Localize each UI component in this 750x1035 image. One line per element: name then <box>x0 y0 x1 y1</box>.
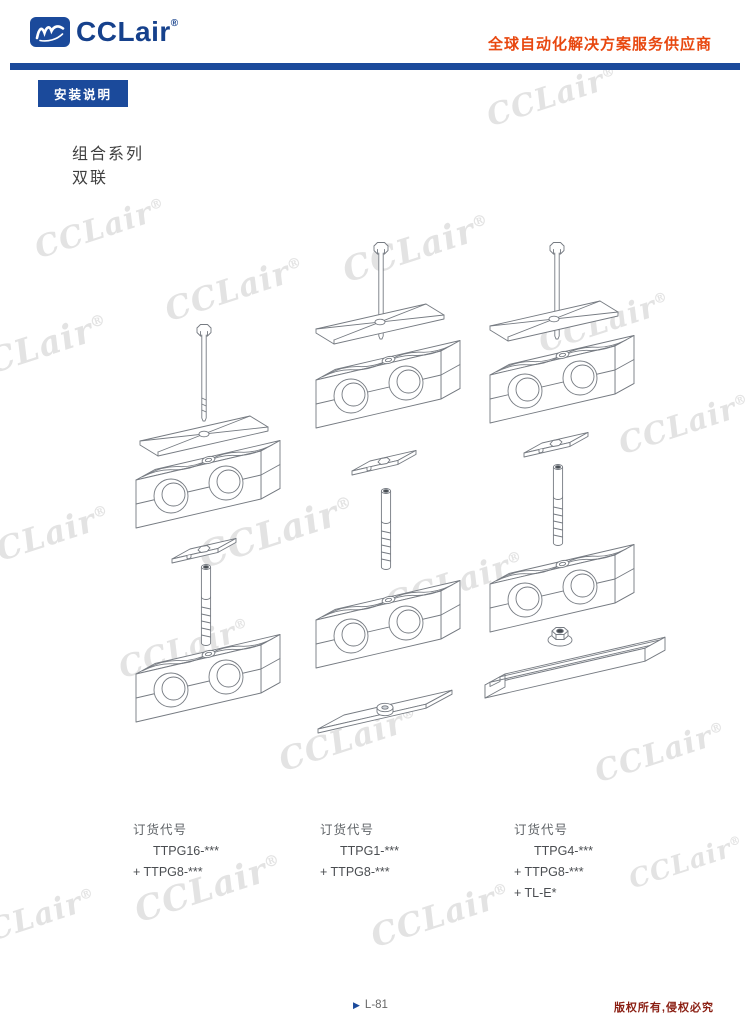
order-label: 订货代号 <box>133 823 188 837</box>
series-subtitle: 双联 <box>72 170 109 187</box>
order-code: + TTPG8-*** <box>133 865 203 879</box>
order-label: 订货代号 <box>320 823 375 837</box>
brand-reg-mark: ® <box>170 18 179 29</box>
section-label: 安装说明 <box>38 80 129 107</box>
stud <box>200 564 212 646</box>
order-code: TTPG4-*** <box>534 844 594 858</box>
watermark: CCLair® <box>482 62 619 135</box>
order-label: 订货代号 <box>514 823 569 837</box>
mounting-rail <box>484 636 666 699</box>
brand-name: CCLair <box>76 16 171 47</box>
twin-clamp-body <box>489 335 635 424</box>
page-marker-icon: ▶ <box>353 999 360 1010</box>
twin-clamp-body <box>315 580 461 669</box>
watermark: CCLair® <box>625 832 744 896</box>
series-title: 组合系列 <box>72 146 145 163</box>
brand-logo-icon <box>30 17 70 52</box>
weld-plate <box>523 431 589 458</box>
assembly-diagram-3 <box>484 242 666 699</box>
hex-bolt <box>196 324 212 422</box>
twin-clamp-body <box>315 340 461 429</box>
cover-plate <box>489 300 619 342</box>
base-plate <box>317 689 453 734</box>
order-code-block-2: 订货代号 TTPG1-*** + TTPG8-*** <box>320 820 399 883</box>
exploded-view-drawings <box>135 242 666 734</box>
order-code: + TTPG8-*** <box>320 865 390 879</box>
weld-plate <box>351 449 417 476</box>
header-divider <box>10 63 740 70</box>
order-code: TTPG1-*** <box>340 844 400 858</box>
watermark: CCLair® <box>366 879 511 956</box>
copyright-notice: 版权所有,侵权必究 <box>613 1002 714 1014</box>
twin-clamp-body <box>489 544 635 633</box>
weld-nut <box>547 627 573 647</box>
weld-plate <box>171 537 237 564</box>
page-number-text: L-81 <box>364 999 388 1011</box>
order-code: + TL-E* <box>514 886 557 900</box>
watermark: CCLair® <box>0 884 97 957</box>
brand: CCLair ® <box>30 17 178 52</box>
order-code-block-3: 订货代号 TTPG4-*** + TTPG8-*** + TL-E* <box>514 820 593 904</box>
order-code: TTPG16-*** <box>153 844 219 858</box>
assembly-diagram-1 <box>135 324 281 723</box>
header-tagline: 全球自动化解决方案服务供应商 <box>487 36 712 53</box>
order-code: + TTPG8-*** <box>514 865 584 879</box>
stud <box>552 464 564 546</box>
assembly-diagram-2 <box>315 242 461 734</box>
stud <box>380 488 392 570</box>
order-code-block-1: 订货代号 TTPG16-*** + TTPG8-*** <box>133 820 219 883</box>
page-number: ▶ L-81 <box>353 999 388 1011</box>
page-header: CCLair ® 全球自动化解决方案服务供应商 <box>0 0 750 62</box>
twin-clamp-body <box>135 634 281 723</box>
